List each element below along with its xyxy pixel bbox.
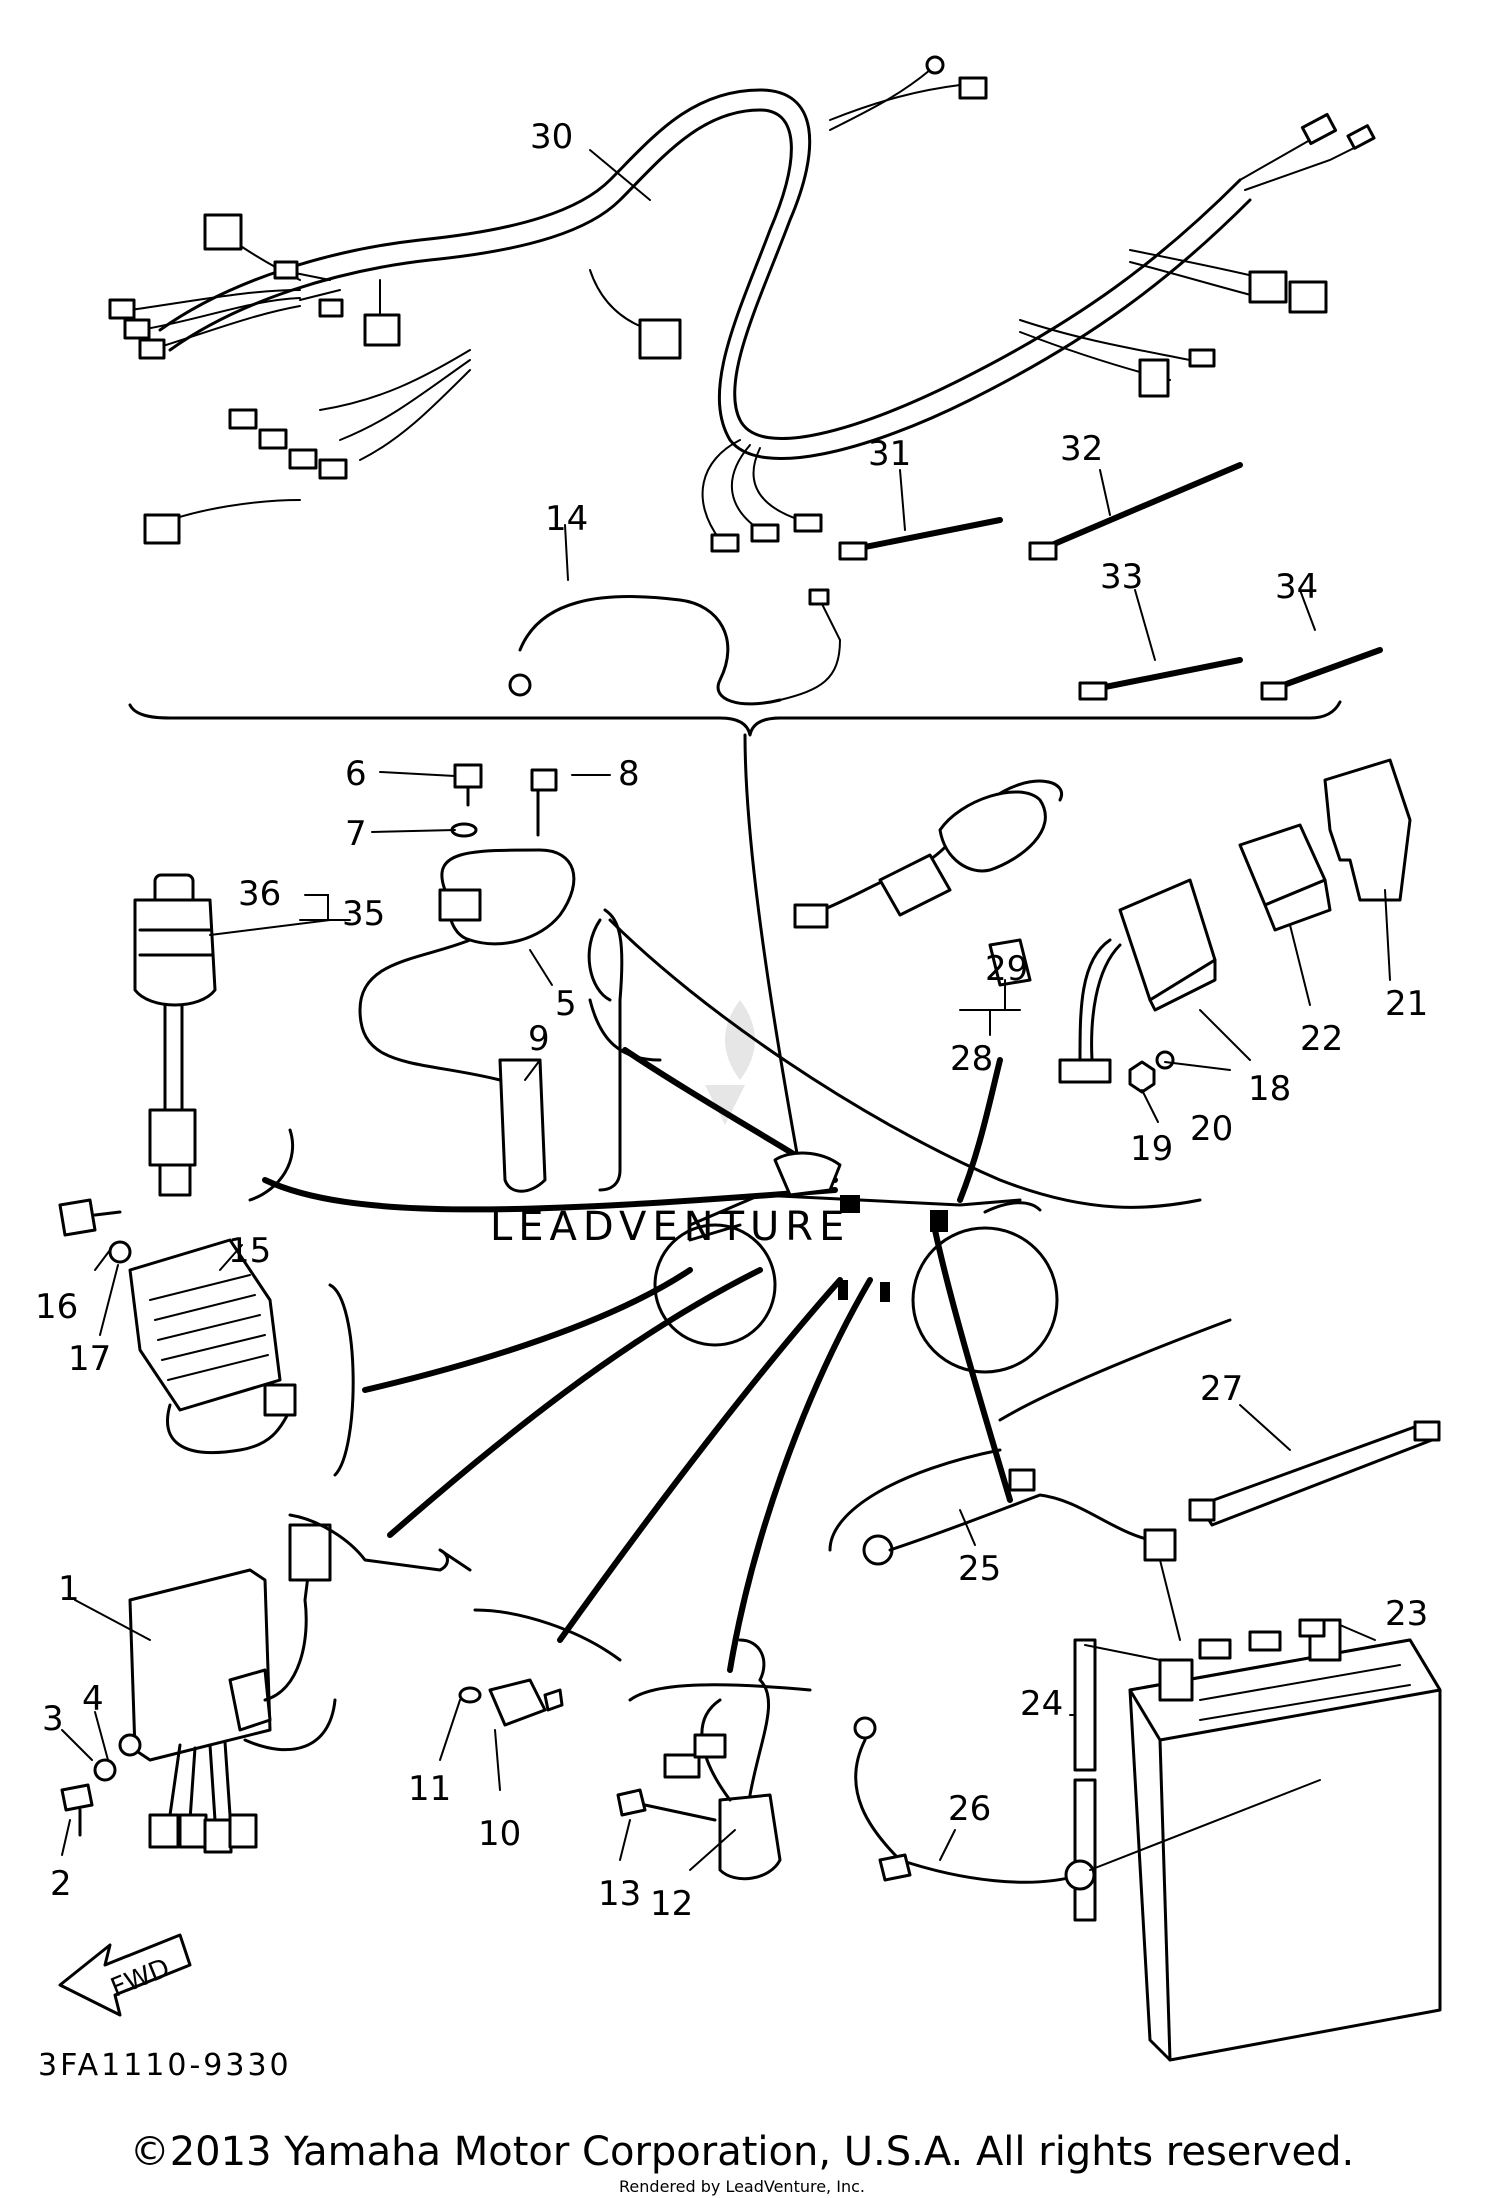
callout-22: 22	[1300, 1019, 1343, 1059]
battery-bracket	[828, 1448, 1002, 1552]
callout-leaders	[61, 149, 1391, 1871]
ground-lead	[508, 588, 842, 706]
relay-cover	[1323, 758, 1412, 902]
starter-switch	[616, 1638, 782, 1881]
main-switch	[133, 873, 217, 1197]
fuse-holder	[793, 779, 1064, 987]
copyright-notice: ©2013 Yamaha Motor Corporation, U.S.A. A…	[130, 2129, 1355, 2175]
ignition-coil	[358, 763, 576, 1193]
callout-15: 15	[228, 1231, 271, 1271]
callout-26: 26	[948, 1789, 991, 1829]
callout-14: 14	[545, 499, 588, 539]
callout-numbers: 1 2 3 4 5 6 7 8 9 10 11 12 13 14 15 16 1…	[35, 117, 1428, 1924]
callout-32: 32	[1060, 429, 1103, 469]
wire-harness	[108, 55, 1376, 553]
regulator-bracket	[328, 1283, 355, 1477]
callout-11: 11	[408, 1769, 451, 1809]
callout-5: 5	[555, 984, 577, 1024]
callout-27: 27	[1200, 1369, 1243, 1409]
callout-28: 28	[950, 1039, 993, 1079]
callout-23: 23	[1385, 1594, 1428, 1634]
callout-24: 24	[1020, 1684, 1063, 1724]
switch-bracket	[248, 1128, 295, 1202]
callout-25: 25	[958, 1549, 1001, 1589]
callout-31: 31	[868, 434, 911, 474]
flasher-relay	[1238, 823, 1332, 932]
callout-2: 2	[50, 1864, 72, 1904]
neutral-switch	[458, 1678, 564, 1727]
callout-19: 19	[1130, 1129, 1173, 1169]
callout-13: 13	[598, 1874, 641, 1914]
callout-17: 17	[68, 1339, 111, 1379]
callout-35: 35	[342, 894, 385, 934]
render-credit: Rendered by LeadVenture, Inc.	[619, 2177, 865, 2196]
cdi-unit	[60, 1523, 337, 1854]
coil-bracket	[598, 908, 624, 1192]
watermark-text: LEADVENTURE	[490, 1204, 850, 1250]
leadventure-watermark: LEADVENTURE	[490, 1000, 850, 1250]
battery-lead-positive	[862, 1468, 1181, 1641]
callout-33: 33	[1100, 557, 1143, 597]
callout-4: 4	[82, 1679, 104, 1719]
battery-band	[1188, 1420, 1441, 1527]
callout-9: 9	[528, 1019, 550, 1059]
callout-12: 12	[650, 1884, 693, 1924]
callout-29: 29	[985, 949, 1028, 989]
starter-relay	[1058, 878, 1217, 1094]
callout-6: 6	[345, 754, 367, 794]
cable-bands	[838, 462, 1383, 701]
hose-pointer	[1084, 1644, 1161, 1661]
callout-1: 1	[58, 1569, 80, 1609]
cdi-bracket	[288, 1513, 472, 1572]
battery	[1128, 1618, 1442, 2062]
battery-lead-negative	[853, 1716, 1321, 1891]
diagram-code: 3FA1110-9330	[38, 2048, 292, 2083]
forward-arrow: FWD	[58, 1933, 192, 2017]
callout-8: 8	[618, 754, 640, 794]
harness-bracket	[128, 700, 1342, 737]
callout-18: 18	[1248, 1069, 1291, 1109]
callout-30: 30	[530, 117, 573, 157]
callout-3: 3	[42, 1699, 64, 1739]
callout-20: 20	[1190, 1109, 1233, 1149]
rectifier-regulator	[58, 1198, 297, 1455]
vehicle-outline	[653, 1151, 1059, 1374]
callout-34: 34	[1275, 567, 1318, 607]
relay-bracket	[588, 918, 1202, 1209]
relay-bracket-end	[587, 918, 612, 1002]
callout-36: 36	[238, 874, 281, 914]
callout-10: 10	[478, 1814, 521, 1854]
switch-bracket-lower	[473, 1608, 622, 1662]
starter-bracket	[628, 1683, 812, 1702]
callout-7: 7	[345, 814, 367, 854]
callout-16: 16	[35, 1287, 78, 1327]
callout-21: 21	[1385, 984, 1428, 1024]
